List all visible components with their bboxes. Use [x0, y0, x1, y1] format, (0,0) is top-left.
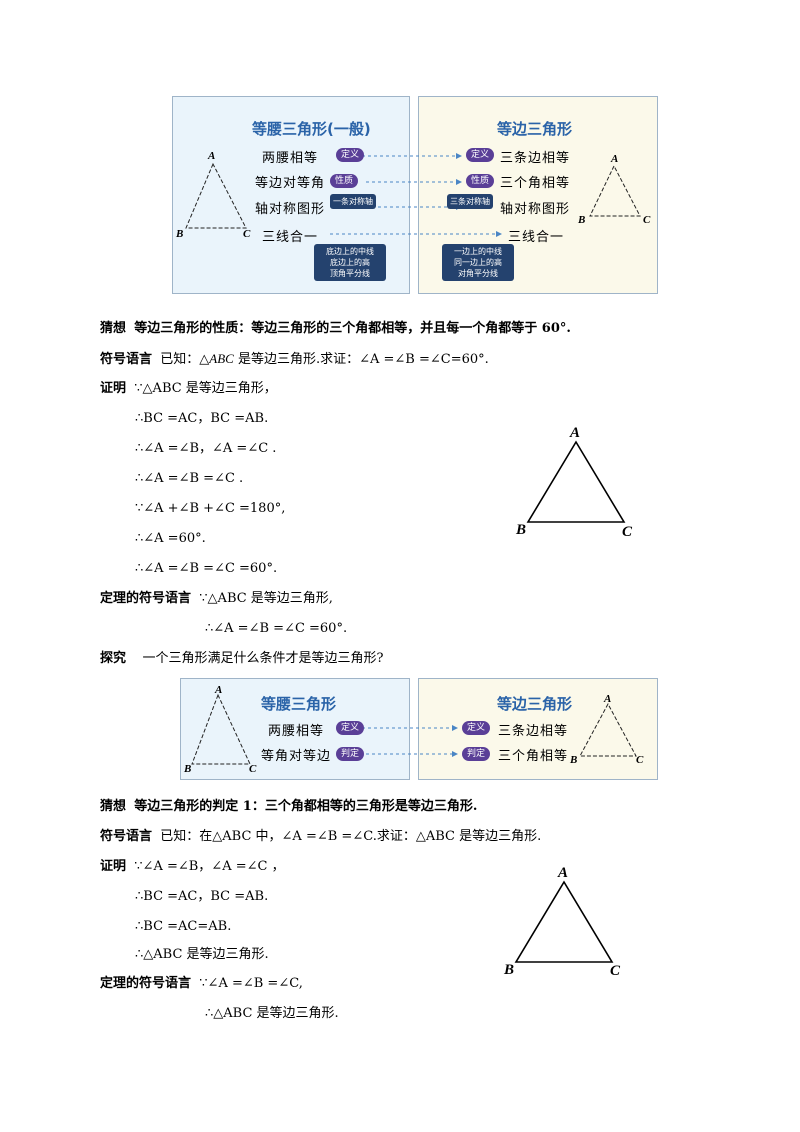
three-axes-box: 三条对称轴 [447, 194, 493, 209]
symbol-abc: ABC [209, 351, 234, 366]
equilateral-title: 等边三角形 [497, 120, 573, 138]
prop-two-legs-equal: 两腰相等 [268, 724, 325, 739]
guess-label: 猜想 [100, 799, 127, 814]
judgement-pill: 判定 [462, 747, 491, 761]
equilateral-title: 等边三角形 [497, 695, 573, 713]
prop-equal-angles-equal-sides: 等角对等边 [261, 749, 332, 764]
vertex-b-label: B [578, 214, 586, 226]
proof-label: 证明 [100, 381, 127, 396]
vertex-c-label: C [243, 228, 251, 240]
definition-pill: 定义 [462, 721, 491, 735]
prop-two-legs-equal: 两腰相等 [262, 151, 319, 166]
theorem-text: ∵△ABC 是等边三角形, [199, 591, 333, 606]
proof-label: 证明 [100, 859, 127, 874]
guess-label: 猜想 [100, 321, 127, 336]
symbol-language-1: 符号语言 已知：△ABC 是等边三角形.求证：∠A =∠B =∠C=60°. [100, 350, 489, 369]
diagram-2-shapes [191, 693, 637, 765]
box-line: 一边上的中线 [454, 247, 502, 256]
box-line: 底边上的中线 [326, 247, 374, 256]
symbol-label: 符号语言 [100, 829, 153, 844]
guess-2: 猜想 等边三角形的判定 1：三个角都相等的三角形是等边三角形. [100, 798, 477, 816]
vertex-c-label: C [636, 754, 644, 766]
vertex-a-label: A [215, 684, 223, 696]
theorem-2-line1: 定理的符号语言 ∵∠A =∠B =∠C, [100, 975, 303, 993]
vertex-a-label: A [611, 153, 619, 165]
box-line: 底边上的高 [330, 258, 370, 267]
definition-pill: 定义 [466, 148, 495, 162]
three-lines-box-right: 一边上的中线 同一边上的高 对角平分线 [442, 244, 514, 281]
proof-step: ∴BC =AC=AB. [135, 919, 232, 934]
vertex-b-label: B [176, 228, 184, 240]
definition-pill: 定义 [336, 721, 365, 735]
proof-step: ∴△ABC 是等边三角形. [135, 947, 269, 962]
box-line: 对角平分线 [458, 269, 498, 278]
proof-step: ∴∠A =∠B，∠A =∠C . [135, 441, 277, 456]
one-axis-box: 一条对称轴 [330, 194, 376, 209]
symbol-label: 符号语言 [100, 352, 153, 367]
isosceles-title: 等腰三角形(一般) [252, 120, 371, 138]
proof-step: ∵∠A =∠B，∠A =∠C ， [134, 859, 285, 874]
vertex-a-label: A [208, 150, 216, 162]
proof-2-first: 证明 ∵∠A =∠B，∠A =∠C ， [100, 858, 285, 876]
vertex-c-label: C [249, 763, 257, 775]
symbol-language-2: 符号语言 已知：在△ABC 中，∠A =∠B =∠C.求证：△ABC 是等边三角… [100, 828, 541, 846]
proof-step: ∴∠A =∠B =∠C . [135, 471, 244, 486]
proof-step: ∴∠A =∠B =∠C =60°. [135, 561, 278, 576]
explore-line: 探究 一个三角形满足什么条件才是等边三角形? [100, 650, 384, 668]
proof-step: ∵△ABC 是等边三角形， [134, 381, 277, 396]
three-lines-box-left: 底边上的中线 底边上的高 顶角平分线 [314, 244, 386, 281]
explore-label: 探究 [100, 651, 127, 666]
vertex-c-label: C [610, 963, 621, 979]
vertex-a-label: A [570, 425, 581, 441]
box-line: 顶角平分线 [330, 269, 370, 278]
theorem-2-line2: ∴△ABC 是等边三角形. [205, 1006, 339, 1021]
proof-step: ∵∠A +∠B +∠C =180°, [135, 501, 286, 516]
prop-equal-sides-equal-angles: 等边对等角 [255, 176, 326, 191]
proof-step: ∴∠A =60°. [135, 531, 206, 546]
symbol-text: 已知：在△ABC 中，∠A =∠B =∠C.求证：△ABC 是等边三角形. [160, 829, 542, 844]
prop-three-sides-equal: 三条边相等 [498, 724, 569, 739]
theorem-1-line1: 定理的符号语言 ∵△ABC 是等边三角形, [100, 590, 333, 608]
property-pill: 性质 [330, 174, 359, 188]
vertex-c-label: C [643, 214, 651, 226]
vertex-b-label: B [504, 962, 515, 978]
prop-axis-symmetric: 轴对称图形 [500, 202, 571, 217]
prop-three-lines: 三线合一 [262, 230, 319, 245]
theorem-label: 定理的符号语言 [100, 976, 192, 991]
proof-step: ∴BC =AC，BC =AB. [135, 411, 269, 426]
vertex-b-label: B [184, 763, 192, 775]
isosceles-triangle [185, 153, 641, 237]
prop-three-lines: 三线合一 [508, 230, 565, 245]
proof-1-first: 证明 ∵△ABC 是等边三角形， [100, 380, 277, 398]
equilateral-panel [418, 678, 658, 780]
vertex-a-label: A [604, 693, 612, 705]
theorem-text: ∵∠A =∠B =∠C, [199, 976, 303, 991]
property-pill: 性质 [466, 174, 495, 188]
guess-text: 等边三角形的判定 1：三个角都相等的三角形是等边三角形. [134, 799, 478, 814]
guess-1: 猜想 等边三角形的性质：等边三角形的三个角都相等，并且每一个角都等于 60°. [100, 320, 571, 338]
prop-three-sides-equal: 三条边相等 [500, 151, 571, 166]
judgement-pill: 判定 [336, 747, 365, 761]
isosceles-title: 等腰三角形 [261, 695, 337, 713]
box-line: 同一边上的高 [454, 258, 502, 267]
explore-text: 一个三角形满足什么条件才是等边三角形? [142, 651, 384, 666]
theorem-label: 定理的符号语言 [100, 591, 192, 606]
guess-text: 等边三角形的性质：等边三角形的三个角都相等，并且每一个角都等于 60°. [134, 321, 571, 336]
vertex-c-label: C [622, 524, 633, 540]
definition-pill: 定义 [336, 148, 365, 162]
proof-step: ∴BC =AC，BC =AB. [135, 889, 269, 904]
symbol-pre: 已知：△ [160, 352, 210, 367]
vertex-b-label: B [516, 522, 527, 538]
theorem-1-line2: ∴∠A =∠B =∠C =60°. [205, 621, 348, 636]
vertex-a-label: A [558, 865, 569, 881]
prop-axis-symmetric: 轴对称图形 [255, 202, 326, 217]
prop-three-angles-equal: 三个角相等 [498, 749, 569, 764]
prop-three-angles-equal: 三个角相等 [500, 176, 571, 191]
symbol-post: 是等边三角形.求证：∠A =∠B =∠C=60°. [233, 352, 489, 367]
vertex-b-label: B [570, 754, 578, 766]
